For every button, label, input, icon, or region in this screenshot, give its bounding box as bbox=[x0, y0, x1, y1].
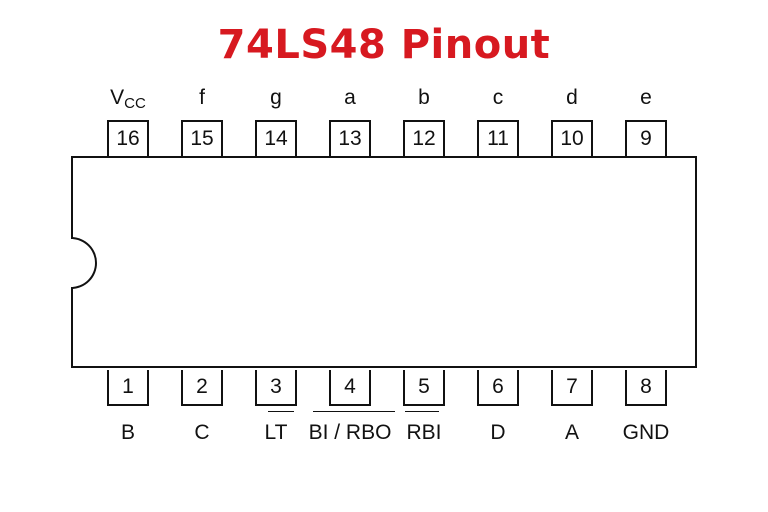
pin-label-g: g bbox=[270, 86, 282, 109]
overbar-rbi bbox=[405, 411, 439, 412]
pin-number: 14 bbox=[264, 127, 288, 150]
pin-label-a: A bbox=[564, 421, 579, 444]
pin-1: 1 bbox=[107, 370, 149, 406]
pin-number: 11 bbox=[487, 127, 509, 150]
pin-number: 15 bbox=[190, 127, 214, 150]
ic-package-body bbox=[71, 156, 697, 368]
pin-number: 7 bbox=[566, 375, 578, 398]
pin-number: 6 bbox=[492, 375, 504, 398]
pin-2: 2 bbox=[181, 370, 223, 406]
pin-6: 6 bbox=[477, 370, 519, 406]
pin-number: 16 bbox=[116, 127, 140, 150]
pin-12: 12 bbox=[403, 120, 445, 156]
pin-8: 8 bbox=[625, 370, 667, 406]
diagram-title: 74LS48 Pinout bbox=[217, 22, 551, 68]
pin-3: 3 bbox=[255, 370, 297, 406]
pin-4: 4 bbox=[329, 370, 371, 406]
pin-number: 2 bbox=[196, 375, 208, 398]
pin-label-a: a bbox=[344, 86, 356, 109]
pin-number: 9 bbox=[640, 127, 652, 150]
pin-label-b: B bbox=[120, 421, 135, 444]
pin-number: 10 bbox=[560, 127, 584, 150]
pin-label-d: D bbox=[490, 421, 506, 444]
pin-14: 14 bbox=[255, 120, 297, 156]
pin-number: 4 bbox=[344, 375, 356, 398]
pin-9: 9 bbox=[625, 120, 667, 156]
pin-number: 3 bbox=[270, 375, 282, 398]
pin-number: 13 bbox=[338, 127, 362, 150]
pin-label-f: f bbox=[199, 86, 205, 109]
pin-number: 1 bbox=[122, 375, 134, 398]
pin-label-e: e bbox=[640, 86, 652, 109]
pin-label-lt: LT bbox=[264, 421, 288, 444]
pin-5: 5 bbox=[403, 370, 445, 406]
pin-7: 7 bbox=[551, 370, 593, 406]
pin-15: 15 bbox=[181, 120, 223, 156]
overbar-lt bbox=[268, 411, 294, 412]
pin-number: 12 bbox=[412, 127, 436, 150]
pin-number: 8 bbox=[640, 375, 652, 398]
overbar-bi-rbo bbox=[313, 411, 395, 412]
pin-label-b: b bbox=[418, 86, 430, 109]
pin-label-c: c bbox=[492, 86, 504, 109]
pin-label-gnd: GND bbox=[622, 421, 670, 444]
pin-13: 13 bbox=[329, 120, 371, 156]
pin-label-bi-rbo: BI / RBO bbox=[308, 421, 392, 444]
pin-label-vcc: VCC bbox=[110, 86, 146, 112]
pin-label-d: d bbox=[566, 86, 578, 109]
pin-10: 10 bbox=[551, 120, 593, 156]
pin-16: 16 bbox=[107, 120, 149, 156]
pin-number: 5 bbox=[418, 375, 430, 398]
pin-label-rbi: RBI bbox=[406, 421, 442, 444]
pin-label-c: C bbox=[194, 421, 210, 444]
pin-11: 11 bbox=[477, 120, 519, 156]
